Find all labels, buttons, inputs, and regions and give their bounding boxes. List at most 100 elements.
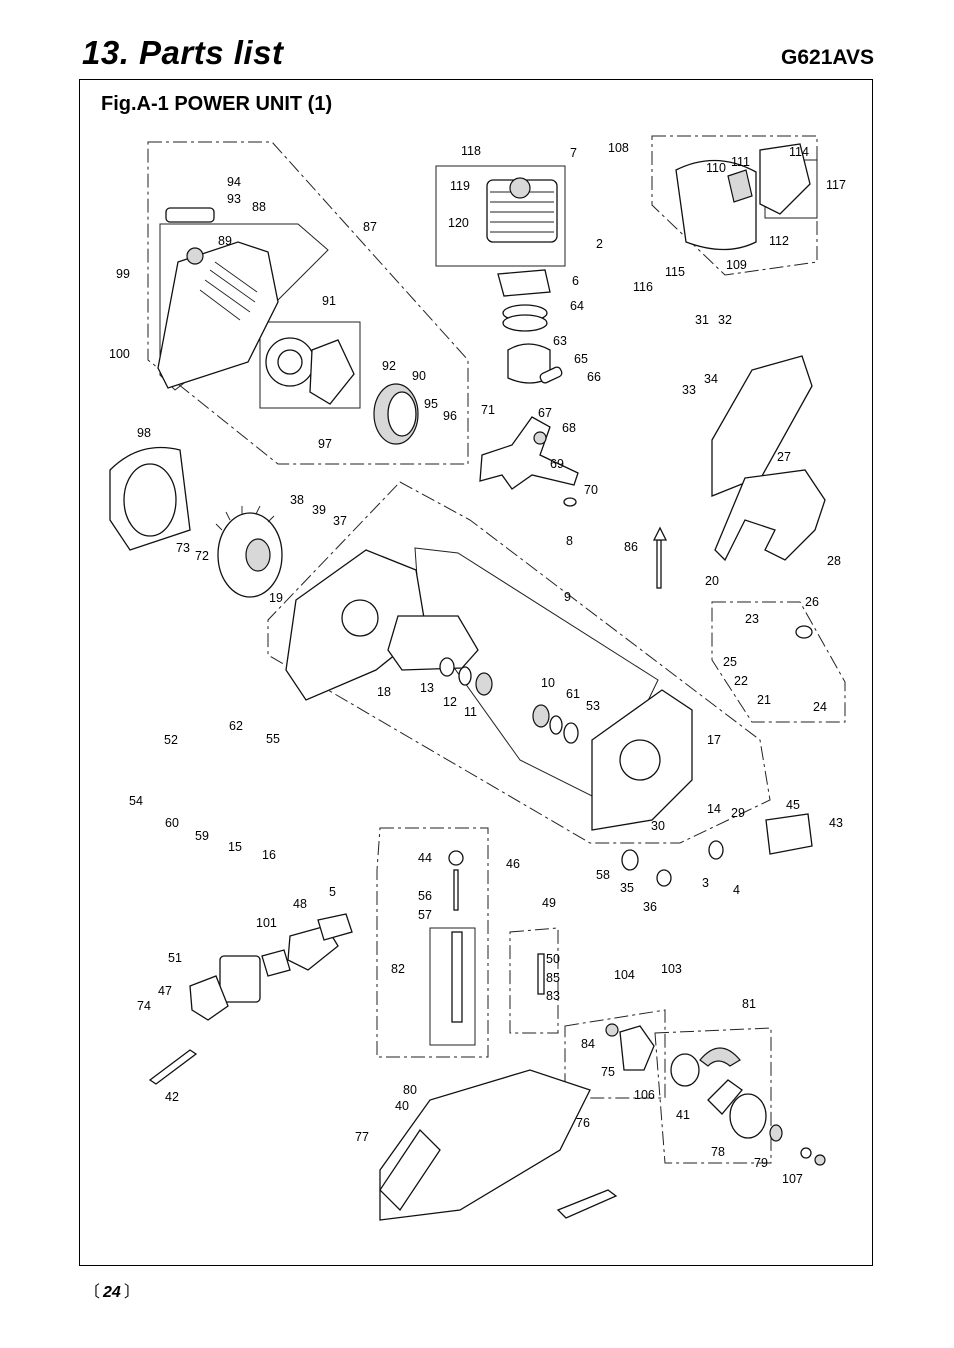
callout: 77 — [355, 1130, 369, 1144]
callout: 5 — [329, 885, 336, 899]
callout: 42 — [165, 1090, 179, 1104]
callout: 94 — [227, 175, 241, 189]
callout: 88 — [252, 200, 266, 214]
callout: 41 — [676, 1108, 690, 1122]
callout: 52 — [164, 733, 178, 747]
callout: 50 — [546, 952, 560, 966]
callout: 26 — [805, 595, 819, 609]
callout: 10 — [541, 676, 555, 690]
callout: 23 — [745, 612, 759, 626]
callout: 29 — [731, 806, 745, 820]
callout: 117 — [826, 178, 846, 192]
callout: 72 — [195, 549, 209, 563]
callout: 56 — [418, 889, 432, 903]
callout: 97 — [318, 437, 332, 451]
callout: 13 — [420, 681, 434, 695]
callout: 8 — [566, 534, 573, 548]
callout: 40 — [395, 1099, 409, 1113]
callout: 82 — [391, 962, 405, 976]
callout: 81 — [742, 997, 756, 1011]
callout: 9 — [564, 590, 571, 604]
callout: 108 — [608, 141, 629, 155]
callout: 64 — [570, 299, 584, 313]
callout: 111 — [731, 155, 750, 169]
callout: 38 — [290, 493, 304, 507]
callout: 80 — [403, 1083, 417, 1097]
callout: 12 — [443, 695, 457, 709]
callout: 33 — [682, 383, 696, 397]
callout: 15 — [228, 840, 242, 854]
callout: 16 — [262, 848, 276, 862]
part-shapes — [109, 143, 826, 1221]
callout: 120 — [448, 216, 469, 230]
callout: 83 — [546, 989, 560, 1003]
callout: 103 — [661, 962, 682, 976]
callout: 43 — [829, 816, 843, 830]
callout: 87 — [363, 220, 377, 234]
callout: 57 — [418, 908, 432, 922]
callout: 58 — [596, 868, 610, 882]
callout: 89 — [218, 234, 232, 248]
callout: 119 — [450, 179, 470, 193]
callout: 74 — [137, 999, 151, 1013]
callout: 62 — [229, 719, 243, 733]
callout: 27 — [777, 450, 791, 464]
callout: 85 — [546, 971, 560, 985]
callout: 6 — [572, 274, 579, 288]
callout: 32 — [718, 313, 732, 327]
callout: 46 — [506, 857, 520, 871]
callout: 79 — [754, 1156, 768, 1170]
callout: 65 — [574, 352, 588, 366]
callout: 116 — [633, 280, 653, 294]
callout: 112 — [769, 234, 789, 248]
callout: 115 — [665, 265, 685, 279]
callout: 31 — [695, 313, 709, 327]
callout: 93 — [227, 192, 241, 206]
callout: 39 — [312, 503, 326, 517]
callout: 66 — [587, 370, 601, 384]
callout: 90 — [412, 369, 426, 383]
callout: 84 — [581, 1037, 595, 1051]
callout: 3 — [702, 876, 709, 890]
model-number: G621AVS — [781, 46, 874, 69]
callout: 110 — [706, 161, 726, 175]
callout: 67 — [538, 406, 552, 420]
callout-numbers: 118 7 108 114 110 111 117 119 120 2 112 … — [109, 141, 846, 1186]
callout: 18 — [377, 685, 391, 699]
callout: 30 — [651, 819, 665, 833]
callout: 55 — [266, 732, 280, 746]
callout: 91 — [322, 294, 336, 308]
callout: 34 — [704, 372, 718, 386]
callout: 28 — [827, 554, 841, 568]
callout: 71 — [481, 403, 495, 417]
callout: 70 — [584, 483, 598, 497]
callout: 53 — [586, 699, 600, 713]
callout: 101 — [256, 916, 277, 930]
callout: 78 — [711, 1145, 725, 1159]
callout: 60 — [165, 816, 179, 830]
callout: 51 — [168, 951, 182, 965]
callout: 114 — [789, 145, 809, 159]
callout: 106 — [634, 1088, 655, 1102]
callout: 95 — [424, 397, 438, 411]
callout: 14 — [707, 802, 721, 816]
callout: 37 — [333, 514, 347, 528]
callout: 86 — [624, 540, 638, 554]
callout: 4 — [733, 883, 740, 897]
callout: 73 — [176, 541, 190, 555]
callout: 22 — [734, 674, 748, 688]
callout: 21 — [757, 693, 771, 707]
callout: 61 — [566, 687, 580, 701]
callout: 59 — [195, 829, 209, 843]
callout: 107 — [782, 1172, 803, 1186]
callout: 47 — [158, 984, 172, 998]
callout: 109 — [726, 258, 747, 272]
callout: 24 — [813, 700, 827, 714]
callout: 100 — [109, 347, 130, 361]
callout: 68 — [562, 421, 576, 435]
figure-title: Fig.A-1 POWER UNIT (1) — [101, 93, 333, 115]
callout: 45 — [786, 798, 800, 812]
callout: 2 — [596, 237, 603, 251]
callout: 25 — [723, 655, 737, 669]
